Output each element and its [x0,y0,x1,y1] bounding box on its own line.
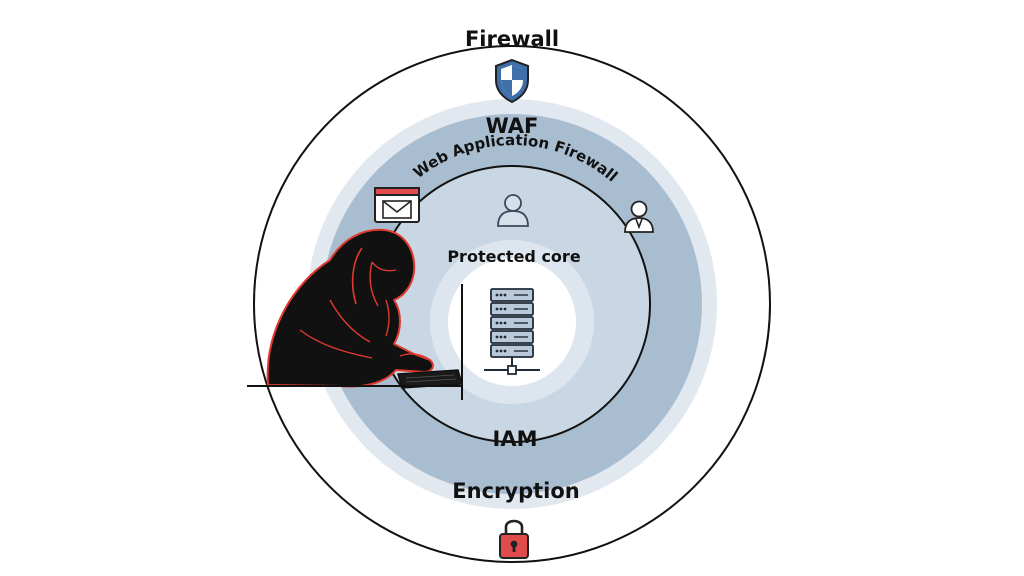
encryption-label: Encryption [452,479,579,503]
server-rack-icon [484,288,540,375]
waf-label: WAF [486,114,539,138]
user-tie-icon [624,200,654,233]
iam-label: IAM [493,427,538,451]
protected-core-label: Protected core [447,247,580,266]
shield-icon [495,58,529,104]
email-window-icon [374,187,420,223]
keyboard-icon [397,369,463,389]
user-icon [497,194,529,227]
firewall-label: Firewall [465,27,559,51]
padlock-icon [499,519,529,559]
